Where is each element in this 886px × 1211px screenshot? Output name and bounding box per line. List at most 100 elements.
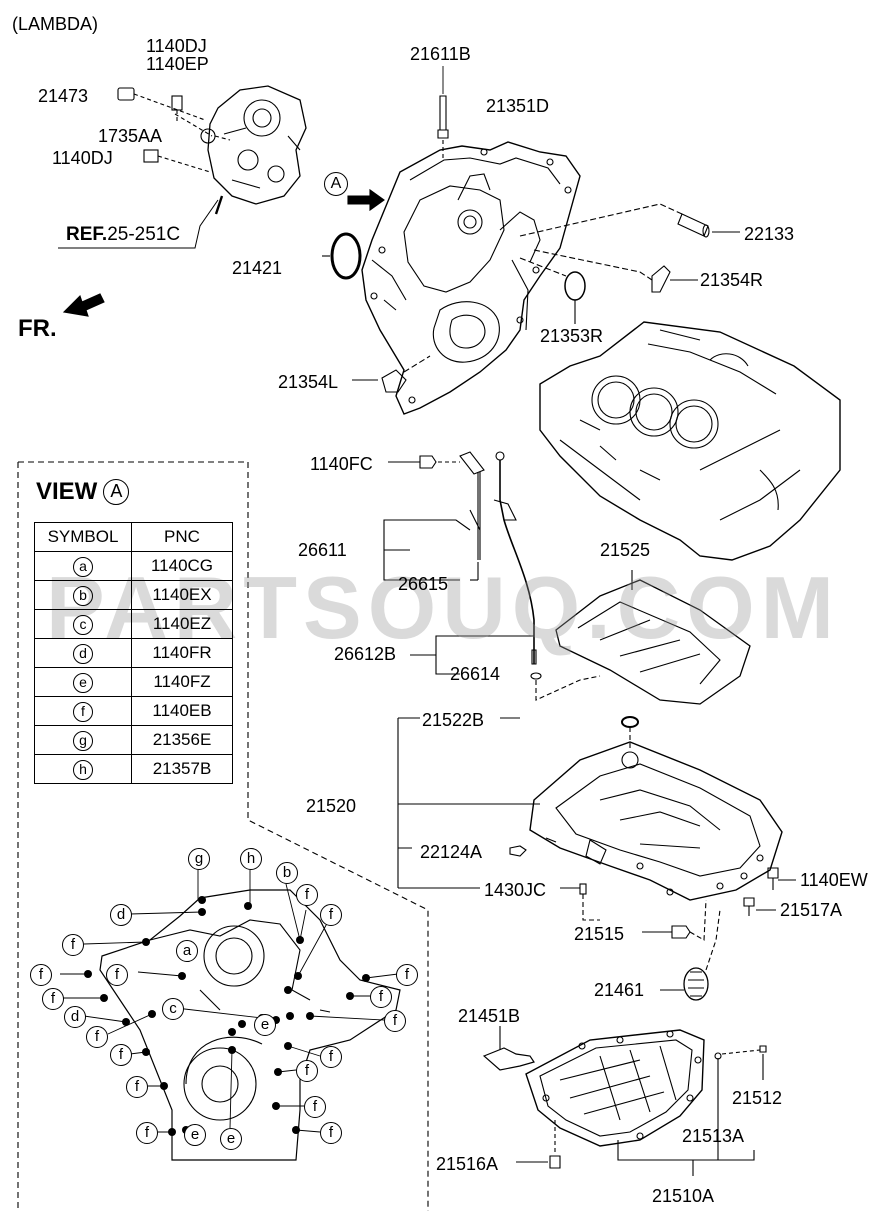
callout-f: f [30,964,52,986]
callout-f: f [106,964,128,986]
part-label-21512: 21512 [732,1088,783,1108]
pnc-cell[interactable]: 1140CG [131,551,233,581]
view-title-text: VIEW [36,478,98,505]
part-label-21611b: 21611B [410,44,471,64]
callout-f: f [126,1076,148,1098]
part-label-21461: 21461 [594,980,645,1000]
part-label-22133: 22133 [744,224,795,244]
callout-f: f [136,1122,158,1144]
part-label-1140ew: 1140EW [800,870,868,890]
reference-code: 25-251C [107,224,181,245]
part-label-1735aa: 1735AA [98,126,163,146]
table-row: g 21356E [34,725,233,755]
table-header-pnc: PNC [131,522,233,552]
table-row: e 1140FZ [34,667,233,697]
callout-f: f [42,988,64,1010]
table-row: f 1140EB [34,696,233,726]
pnc-cell[interactable]: 1140EB [131,696,233,726]
part-label-1430jc: 1430JC [484,880,547,900]
symbol-cell: b [73,585,93,606]
symbol-cell: a [73,556,93,577]
direction-label: FR. [18,315,57,342]
view-title-marker: A [103,479,130,505]
table-row: h 21357B [34,754,233,784]
symbol-cell: c [73,614,93,635]
part-label-21515: 21515 [574,924,625,944]
pnc-cell[interactable]: 1140FR [131,638,233,668]
table-row: d 1140FR [34,638,233,668]
upper-oil-pan-drawing [529,741,783,901]
part-label-21354r: 21354R [700,270,764,290]
callout-f: f [296,1060,318,1082]
pnc-cell[interactable]: 1140EZ [131,609,233,639]
callout-b: b [276,862,298,884]
symbol-cell: h [73,759,93,780]
part-label-21451b: 21451B [458,1006,521,1026]
callout-f: f [320,1046,342,1068]
callout-f: f [62,934,84,956]
table-row: b 1140EX [34,580,233,610]
part-label-26612b: 26612B [334,644,397,664]
view-a-sketch [99,889,401,1161]
part-label-1140fc: 1140FC [310,454,373,474]
engine-block-drawing [539,321,841,561]
part-label-26615: 26615 [398,574,449,594]
part-label-21354l: 21354L [278,372,339,392]
variant-label: (LAMBDA) [12,14,99,34]
pnc-cell[interactable]: 1140FZ [131,667,233,697]
symbol-cell: e [73,672,93,693]
callout-a: a [176,940,198,962]
part-label-26614: 26614 [450,664,501,684]
table-row: c 1140EZ [34,609,233,639]
part-label-21513a: 21513A [682,1126,745,1146]
callout-f: f [110,1044,132,1066]
pnc-cell[interactable]: 21356E [131,725,233,755]
part-label-1140ep: 1140EP [146,54,209,74]
symbol-cell: d [73,643,93,664]
callout-f: f [396,964,418,986]
part-label-21522b: 21522B [422,710,485,730]
callout-e: e [254,1014,276,1036]
reference-label[interactable]: REF.25-251C [66,224,180,246]
symbol-cell: g [73,730,93,751]
callout-d: d [64,1006,86,1028]
callout-f: f [86,1026,108,1048]
part-label-21353r: 21353R [540,326,604,346]
symbol-cell: f [73,701,93,722]
part-label-1140dj-2: 1140DJ [52,148,113,168]
lower-oil-pan-drawing [525,1029,705,1147]
timing-cover-drawing [361,141,581,415]
part-label-21510a: 21510A [652,1186,715,1206]
callout-f: f [296,884,318,906]
part-label-21520: 21520 [306,796,357,816]
table-header-symbol: SYMBOL [34,522,132,552]
part-label-21517a: 21517A [780,900,843,920]
callout-f: f [384,1010,406,1032]
reference-prefix: REF. [66,224,108,245]
view-a-marker: A [324,172,348,196]
callout-d: d [110,904,132,926]
callout-f: f [304,1096,326,1118]
part-label-21516a: 21516A [436,1154,499,1174]
part-label-22124a: 22124A [420,842,483,862]
callout-c: c [162,998,184,1020]
callout-f: f [320,1122,342,1144]
symbol-pnc-table: SYMBOL PNC a 1140CG b 1140EX c 1140EZ d 1140… [34,522,233,784]
part-label-21351d: 21351D [486,96,550,116]
baffle-drawing [555,570,751,705]
callout-f: f [370,986,392,1008]
water-pump-drawing [58,85,307,249]
part-label-21421: 21421 [232,258,283,278]
callout-e: e [184,1124,206,1146]
fr-arrow [62,293,105,317]
callout-f: f [320,904,342,926]
part-label-1140dj: 1140DJ [146,36,207,56]
callout-e: e [220,1128,242,1150]
pnc-cell[interactable]: 21357B [131,754,233,784]
pnc-cell[interactable]: 1140EX [131,580,233,610]
callout-g: g [188,848,210,870]
table-row: a 1140CG [34,551,233,581]
